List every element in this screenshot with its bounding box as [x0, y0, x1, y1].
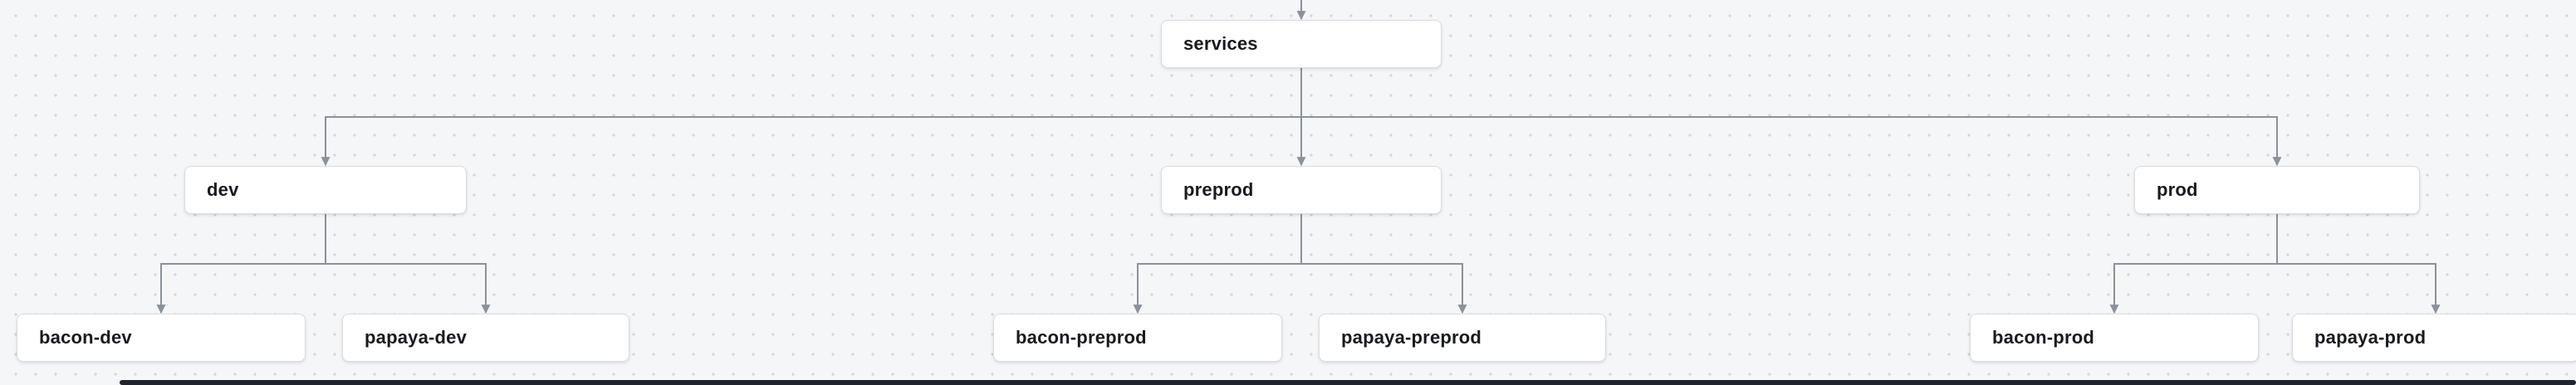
- tree-node-label: prod: [2157, 179, 2198, 200]
- tree-node-papaya-dev[interactable]: papaya-dev: [342, 314, 629, 362]
- tree-node-label: dev: [207, 179, 239, 200]
- tree-edge: [1300, 214, 1467, 314]
- tree-node-dev[interactable]: dev: [184, 166, 467, 214]
- tree-node-bacon-prod[interactable]: bacon-prod: [1970, 314, 2259, 362]
- tree-node-label: papaya-prod: [2314, 327, 2427, 348]
- tree-node-label: services: [1183, 33, 1258, 54]
- tree-node-services[interactable]: services: [1161, 20, 1442, 68]
- tree-node-bacon-dev[interactable]: bacon-dev: [17, 314, 306, 362]
- tree-edge: [325, 214, 491, 314]
- tree-node-papaya-prod[interactable]: papaya-prod: [2292, 314, 2576, 362]
- tree-node-label: bacon-preprod: [1016, 327, 1147, 348]
- tree-edge: [1300, 68, 2282, 167]
- tree-edge: [2276, 214, 2441, 314]
- tree-node-preprod[interactable]: preprod: [1161, 166, 1442, 214]
- tree-edge: [2109, 214, 2278, 314]
- tree-node-label: bacon-dev: [39, 327, 132, 348]
- tree-node-label: bacon-prod: [1992, 327, 2094, 348]
- horizontal-scrollbar-thumb[interactable]: [120, 380, 2576, 385]
- tree-edge: [156, 214, 326, 314]
- tree-edge: [1133, 214, 1302, 314]
- tree-node-label: preprod: [1183, 179, 1254, 200]
- tree-edge: [321, 68, 1302, 167]
- tree-node-label: papaya-dev: [365, 327, 468, 348]
- tree-node-label: papaya-preprod: [1341, 327, 1482, 348]
- tree-node-prod[interactable]: prod: [2134, 166, 2420, 214]
- tree-node-bacon-preprod[interactable]: bacon-preprod: [993, 314, 1282, 362]
- tree-node-papaya-preprod[interactable]: papaya-preprod: [1319, 314, 1606, 362]
